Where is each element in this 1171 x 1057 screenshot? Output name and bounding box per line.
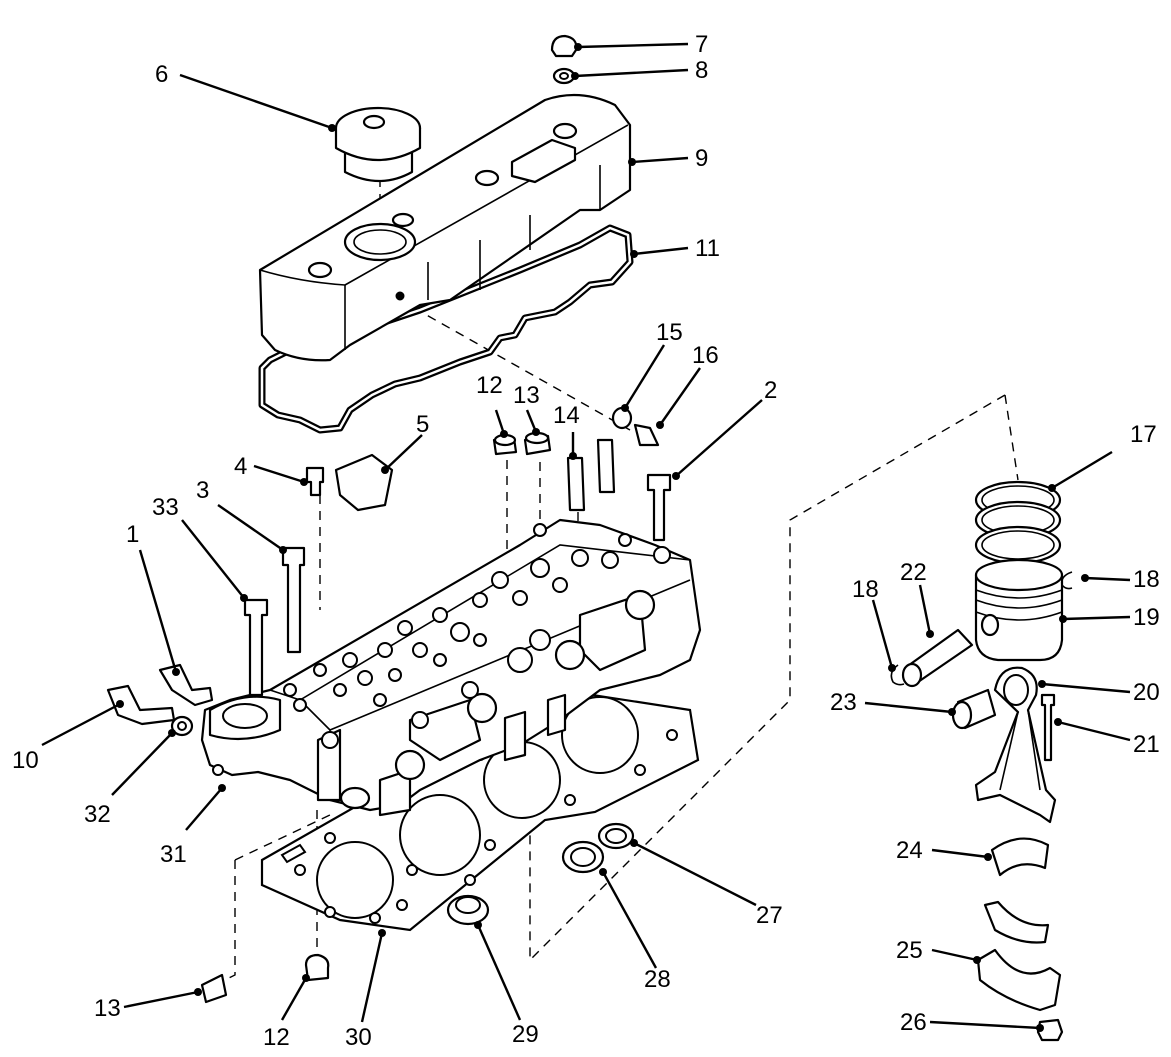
callout-9: 9 bbox=[695, 145, 708, 172]
callout-7: 7 bbox=[695, 31, 708, 58]
callout-3: 3 bbox=[196, 477, 209, 504]
callout-31: 31 bbox=[160, 841, 187, 868]
valve-cover bbox=[258, 93, 632, 362]
callout-25: 25 bbox=[896, 937, 923, 964]
callout-labels: 6 7 8 9 11 15 16 2 12 13 14 5 4 3 33 1 1… bbox=[12, 31, 1160, 1051]
callout-12-top: 12 bbox=[476, 372, 503, 399]
rod-nut-26 bbox=[1036, 1018, 1064, 1042]
callout-13-top: 13 bbox=[513, 382, 540, 409]
callout-26: 26 bbox=[900, 1009, 927, 1036]
callout-2: 2 bbox=[764, 377, 777, 404]
bushing-23 bbox=[951, 688, 997, 730]
callout-30: 30 bbox=[345, 1024, 372, 1051]
head-bolt-right bbox=[646, 473, 672, 542]
callout-16: 16 bbox=[692, 342, 719, 369]
washer-15 bbox=[611, 406, 633, 430]
callout-23: 23 bbox=[830, 689, 857, 716]
cylinder-head-gasket bbox=[260, 688, 700, 932]
callout-19: 19 bbox=[1133, 604, 1160, 631]
rod-cap-25 bbox=[976, 900, 1062, 1012]
valve-cover-gasket bbox=[258, 224, 634, 434]
callout-33: 33 bbox=[152, 494, 179, 521]
bracket-5 bbox=[334, 453, 394, 512]
banjo-bolt-16 bbox=[633, 423, 660, 447]
rod-bolt-21 bbox=[1040, 693, 1056, 762]
temperature-sender bbox=[158, 663, 214, 707]
callout-6: 6 bbox=[155, 61, 168, 88]
callout-32: 32 bbox=[84, 801, 111, 828]
plug-12-lower bbox=[304, 953, 330, 982]
acorn-nut bbox=[550, 34, 578, 58]
callout-14: 14 bbox=[553, 402, 580, 429]
callout-24: 24 bbox=[896, 837, 923, 864]
valve-stem-seal-12 bbox=[492, 433, 518, 456]
callout-18-right: 18 bbox=[1133, 566, 1160, 593]
callout-29: 29 bbox=[512, 1021, 539, 1048]
callout-27: 27 bbox=[756, 902, 783, 929]
oil-seal-29 bbox=[446, 894, 490, 926]
washer-32 bbox=[170, 715, 194, 737]
head-bolt-long bbox=[243, 598, 269, 697]
callout-11: 11 bbox=[695, 235, 720, 262]
callout-17: 17 bbox=[1130, 421, 1157, 448]
callout-5: 5 bbox=[416, 411, 429, 438]
piston-pin-22 bbox=[901, 628, 974, 688]
callout-8: 8 bbox=[695, 57, 708, 84]
piston-rings bbox=[974, 480, 1062, 565]
oil-filler-cap bbox=[334, 106, 422, 182]
cylinder-head bbox=[200, 518, 702, 817]
seal-13-lower bbox=[200, 973, 228, 1004]
callout-13-bottom: 13 bbox=[94, 995, 121, 1022]
head-bolt-short bbox=[281, 546, 306, 654]
callout-22: 22 bbox=[900, 559, 927, 586]
valve-guide-14-a bbox=[566, 456, 586, 512]
callout-12-bottom: 12 bbox=[263, 1024, 290, 1051]
callout-21: 21 bbox=[1133, 731, 1160, 758]
callout-1: 1 bbox=[126, 521, 139, 548]
stud-4 bbox=[305, 466, 325, 497]
callout-10: 10 bbox=[12, 747, 39, 774]
callout-28: 28 bbox=[644, 966, 671, 993]
connecting-rod bbox=[974, 666, 1057, 824]
o-ring-28 bbox=[561, 840, 605, 874]
circlip-18-right bbox=[1060, 571, 1073, 590]
o-ring-27 bbox=[597, 822, 635, 850]
valve-guide-14-b bbox=[596, 438, 616, 494]
piston bbox=[974, 558, 1064, 662]
cup-13 bbox=[523, 431, 552, 456]
callout-18-left: 18 bbox=[852, 576, 879, 603]
callout-20: 20 bbox=[1133, 679, 1160, 706]
leader-lines bbox=[41, 42, 1131, 1032]
callout-4: 4 bbox=[234, 453, 247, 480]
callout-15: 15 bbox=[656, 319, 683, 346]
bearing-shell-24 bbox=[990, 837, 1050, 877]
oil-pressure-switch bbox=[106, 684, 176, 726]
